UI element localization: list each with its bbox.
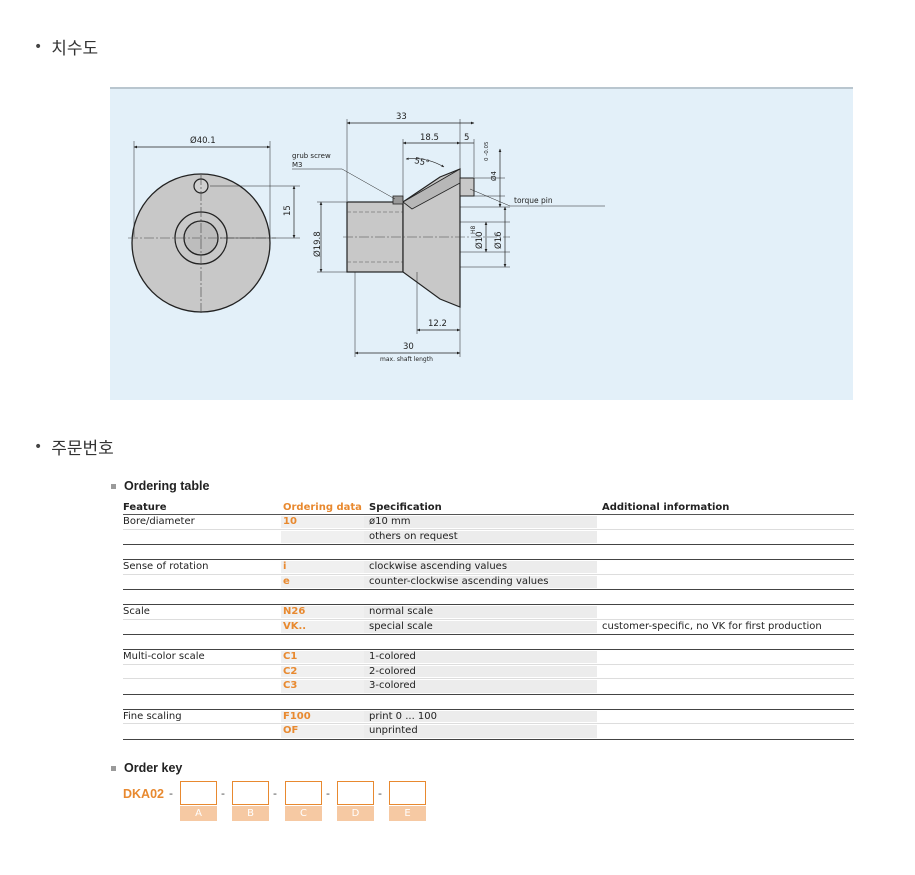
order-key-separator: - xyxy=(326,787,330,800)
table-row: VK.. special scale customer-specific, no… xyxy=(123,620,854,635)
additional-info: customer-specific, no VK for first produ… xyxy=(602,620,822,632)
order-key-separator: - xyxy=(378,787,382,800)
specification: 1-colored xyxy=(369,651,416,662)
order-key-slot-d[interactable] xyxy=(337,781,374,805)
order-key-separator: - xyxy=(169,787,173,800)
side-view: 33 18.5 5 55° Ø4 0 -0.05 torque pin grub… xyxy=(292,112,605,363)
ordering-code: N26 xyxy=(283,606,306,617)
label-torque-pin: torque pin xyxy=(514,196,553,205)
dim-shaft-diameter: Ø19.8 xyxy=(312,231,323,257)
order-key-title-text: Order key xyxy=(124,761,183,775)
ordering-code: VK.. xyxy=(283,620,307,632)
specification: special scale xyxy=(369,620,433,632)
order-key-slot-label: E xyxy=(389,806,426,821)
dim-hub-length: 12.2 xyxy=(428,319,447,329)
header-feature: Feature xyxy=(123,502,167,513)
section-heading-order-number: • 주문번호 xyxy=(34,434,114,460)
specification: counter-clockwise ascending values xyxy=(369,575,549,587)
dim-max-shaft: 30 xyxy=(403,342,414,352)
table-group-scale: C Scale N26 normal scale VK.. special sc… xyxy=(123,604,854,635)
dim-total-length: 33 xyxy=(396,112,407,122)
dim-max-shaft-label: max. shaft length xyxy=(380,356,433,363)
order-key-slot-label: B xyxy=(232,806,269,821)
dim-pin-part: 5 xyxy=(464,133,469,143)
bullet-icon: • xyxy=(34,438,43,455)
label-m3: M3 xyxy=(292,161,303,169)
order-key-slot-e[interactable] xyxy=(389,781,426,805)
feature-label: Scale xyxy=(123,606,150,617)
ordering-code: 10 xyxy=(283,516,297,527)
dim-outer-diameter: Ø40.1 xyxy=(190,135,216,146)
header-specification: Specification xyxy=(369,502,442,513)
ordering-code: C2 xyxy=(283,665,298,677)
order-key-slot-b[interactable] xyxy=(232,781,269,805)
label-grub-screw: grub screw xyxy=(292,152,331,160)
dim-pin-diameter: Ø4 xyxy=(490,170,498,181)
specification: unprinted xyxy=(369,725,418,736)
dim-bore-diameter: Ø10 xyxy=(474,231,485,249)
order-key-separator: - xyxy=(273,787,277,800)
square-bullet-icon xyxy=(111,765,116,771)
specification: clockwise ascending values xyxy=(369,561,508,572)
ordering-code: F100 xyxy=(283,710,311,722)
table-row: others on request xyxy=(123,530,854,545)
dim-shaft-part: 18.5 xyxy=(420,133,439,143)
section-title-order-number: 주문번호 xyxy=(51,439,114,459)
feature-label: Fine scaling xyxy=(123,710,182,722)
specification: 3-colored xyxy=(369,680,416,691)
specification: others on request xyxy=(369,530,458,542)
section-heading-dimensions: • 치수도 xyxy=(34,34,99,60)
feature-label: Sense of rotation xyxy=(123,561,209,572)
ordering-table-title-text: Ordering table xyxy=(124,479,210,493)
specification: ø10 mm xyxy=(369,516,411,527)
order-key-slot-label: D xyxy=(337,806,374,821)
dim-bore-fit: H8 xyxy=(470,225,477,234)
dim-pin-tolerance: 0 -0.05 xyxy=(484,141,490,161)
table-row: Scale N26 normal scale xyxy=(123,605,854,620)
ordering-code: i xyxy=(283,561,287,572)
feature-label: Bore/diameter xyxy=(123,516,195,527)
table-row: Fine scaling F100 print 0 ... 100 xyxy=(123,710,854,724)
table-group-multicolor: D Multi-color scale C1 1-colored C2 2-co… xyxy=(123,649,854,695)
ordering-table-title: Ordering table xyxy=(111,479,209,493)
order-key-separator: - xyxy=(221,787,225,800)
order-key-title: Order key xyxy=(111,761,182,775)
technical-drawing: Ø40.1 15 33 xyxy=(110,87,853,400)
order-key-slot-label: C xyxy=(285,806,322,821)
ordering-code: C1 xyxy=(283,651,298,662)
table-row: Bore/diameter 10 ø10 mm xyxy=(123,515,854,530)
table-row: C3 3-colored xyxy=(123,679,854,694)
front-view: Ø40.1 15 xyxy=(128,135,300,314)
dim-offset: 15 xyxy=(283,205,293,216)
dim-angle: 55° xyxy=(413,156,430,169)
dim-hub-diameter: Ø16 xyxy=(493,231,504,249)
order-key-slot-c[interactable] xyxy=(285,781,322,805)
ordering-code: C3 xyxy=(283,680,298,691)
square-bullet-icon xyxy=(111,483,116,489)
table-row: C2 2-colored xyxy=(123,665,854,679)
order-key-prefix: DKA02 xyxy=(123,787,164,801)
header-additional-information: Additional information xyxy=(602,502,730,513)
table-row: Sense of rotation i clockwise ascending … xyxy=(123,560,854,575)
specification: normal scale xyxy=(369,606,433,617)
section-title-dimensions: 치수도 xyxy=(51,39,99,59)
table-group-rotation: B Sense of rotation i clockwise ascendin… xyxy=(123,559,854,590)
order-key-slot-a[interactable] xyxy=(180,781,217,805)
table-row: Multi-color scale C1 1-colored xyxy=(123,650,854,665)
table-group-fine-scaling: E Fine scaling F100 print 0 ... 100 OF u… xyxy=(123,708,854,740)
specification: 2-colored xyxy=(369,665,416,677)
ordering-code: e xyxy=(283,575,290,587)
ordering-code: OF xyxy=(283,725,299,736)
table-row: OF unprinted xyxy=(123,724,854,739)
specification: print 0 ... 100 xyxy=(369,710,438,722)
bullet-icon: • xyxy=(34,38,43,55)
order-key: DKA02 - A - B - C - D - E xyxy=(123,781,443,825)
ordering-table-header: Feature Ordering data Specification Addi… xyxy=(123,501,854,515)
order-key-slot-label: A xyxy=(180,806,217,821)
feature-label: Multi-color scale xyxy=(123,651,205,662)
table-group-bore: A Bore/diameter 10 ø10 mm others on requ… xyxy=(123,515,854,545)
ordering-table: Feature Ordering data Specification Addi… xyxy=(123,501,854,740)
header-ordering-data: Ordering data xyxy=(283,502,362,513)
table-row: e counter-clockwise ascending values xyxy=(123,575,854,590)
